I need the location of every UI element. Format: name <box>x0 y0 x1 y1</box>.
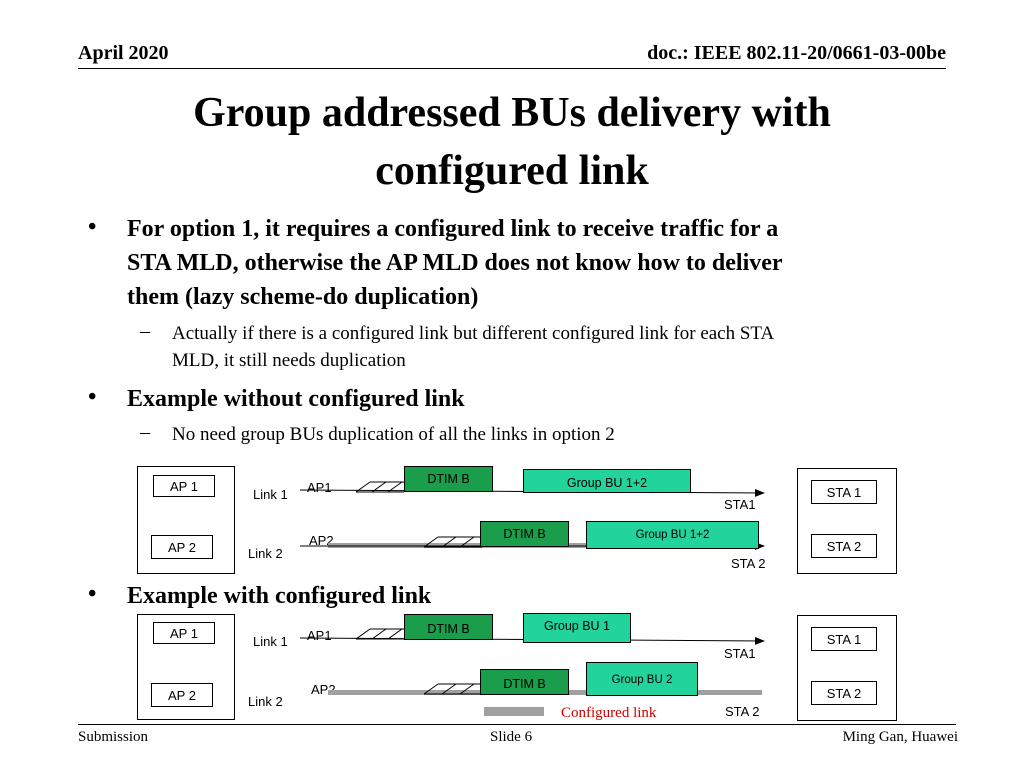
dtim-frame-link2: DTIM B <box>480 521 569 547</box>
ap1-box: AP 1 <box>153 475 215 497</box>
beacon-hatch-icon <box>355 628 404 640</box>
sub-bullet-2: No need group BUs duplication of all the… <box>172 424 615 445</box>
beacon-hatch-icon <box>423 683 482 695</box>
title-line-2: configured link <box>375 148 649 194</box>
title-line-1: Group addressed BUs delivery with <box>193 90 831 136</box>
sta2-timeline-label: STA 2 <box>725 704 760 719</box>
ap2-timeline-label: AP2 <box>309 533 334 548</box>
header-doc-id: doc.: IEEE 802.11-20/0661-03-00be <box>647 42 946 64</box>
footer-author: Ming Gan, Huawei <box>842 729 958 745</box>
bullet-1-line-3: them (lazy scheme-do duplication) <box>127 284 479 310</box>
sub-bullet-1-line-2: MLD, it still needs duplication <box>172 350 406 371</box>
sub-bullet-1-line-1: Actually if there is a configured link b… <box>172 323 775 344</box>
group-bu-frame-link1: Group BU 1+2 <box>523 469 691 493</box>
bullet-2: Example without configured link <box>127 386 465 412</box>
bullet-marker: • <box>88 214 97 240</box>
ap1-timeline-label: AP1 <box>307 480 332 495</box>
dash-marker: – <box>140 320 150 342</box>
header-date: April 2020 <box>78 42 169 64</box>
link2-label: Link 2 <box>248 694 283 709</box>
sta2-box: STA 2 <box>811 534 877 558</box>
dtim-frame-link2: DTIM B <box>480 669 569 695</box>
beacon-hatch-icon <box>423 536 482 548</box>
footer-slide-number: Slide 6 <box>490 729 533 745</box>
sta1-timeline-label: STA1 <box>724 646 756 661</box>
bullet-3: Example with configured link <box>127 583 432 609</box>
link1-label: Link 1 <box>253 634 288 649</box>
configured-link-legend-swatch <box>484 707 544 716</box>
link2-label: Link 2 <box>248 546 283 561</box>
bullet-marker: • <box>88 581 97 607</box>
footer-submission: Submission <box>78 729 149 745</box>
bullet-marker: • <box>88 384 97 410</box>
bullet-1-line-2: STA MLD, otherwise the AP MLD does not k… <box>127 250 783 276</box>
sta1-box: STA 1 <box>811 627 877 651</box>
sta2-timeline-label: STA 2 <box>731 556 766 571</box>
header-divider <box>78 68 946 69</box>
bullet-1: For option 1, it requires a configured l… <box>127 212 947 314</box>
ap1-box: AP 1 <box>153 622 215 644</box>
sta1-timeline-label: STA1 <box>724 497 756 512</box>
sta2-box: STA 2 <box>811 681 877 705</box>
sub-bullet-1: Actually if there is a configured link b… <box>172 320 932 374</box>
sta1-box: STA 1 <box>811 480 877 504</box>
ap1-timeline-label: AP1 <box>307 628 332 643</box>
beacon-hatch-icon <box>355 481 404 493</box>
dtim-frame-link1: DTIM B <box>404 614 493 640</box>
dtim-frame-link1: DTIM B <box>404 466 493 492</box>
slide-title: Group addressed BUs delivery with config… <box>100 84 924 200</box>
link1-label: Link 1 <box>253 487 288 502</box>
dash-marker: – <box>140 421 150 443</box>
group-bu-frame-link2: Group BU 1+2 <box>586 521 759 549</box>
group-bu-frame-link2: Group BU 2 <box>586 662 698 696</box>
footer-divider <box>78 724 956 725</box>
ap2-box: AP 2 <box>151 683 213 707</box>
configured-link-legend-label: Configured link <box>561 705 657 721</box>
group-bu-frame-link1: Group BU 1 <box>523 613 631 643</box>
bullet-1-line-1: For option 1, it requires a configured l… <box>127 216 779 242</box>
ap2-box: AP 2 <box>151 535 213 559</box>
